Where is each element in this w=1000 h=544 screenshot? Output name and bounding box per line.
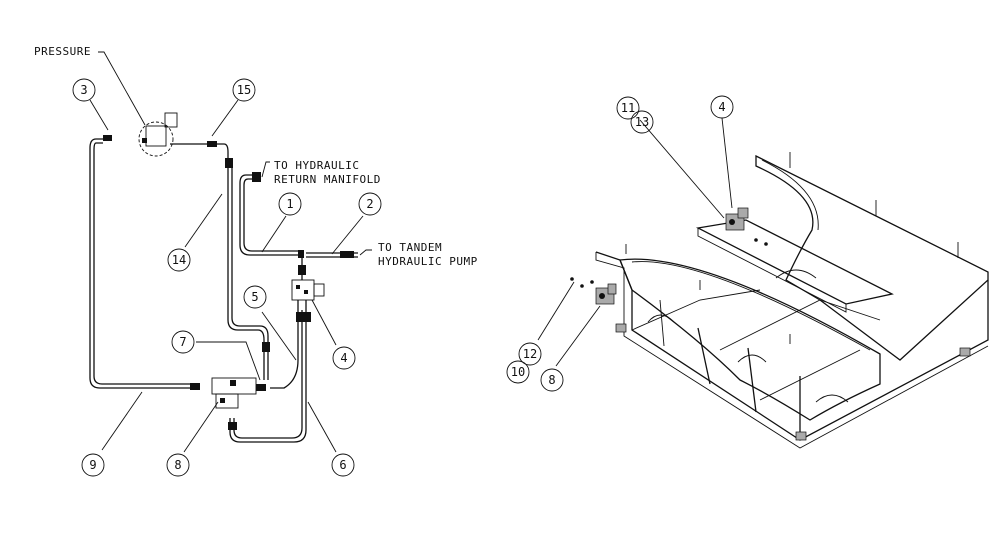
svg-text:2: 2: [366, 197, 373, 211]
hose-9: [89, 138, 190, 389]
base-frame: [595, 251, 989, 441]
svg-text:13: 13: [635, 115, 649, 129]
fitting-15: [207, 141, 217, 147]
callout-7: 7: [171, 330, 195, 354]
valve-8-iso: [595, 283, 617, 305]
callout-9: 9: [81, 453, 105, 477]
callout-3: 3: [72, 78, 96, 102]
callout-14: 14: [167, 248, 191, 272]
hose-1: [239, 174, 300, 256]
pressure-filter-assembly: [138, 112, 178, 157]
return-label-line1: TO HYDRAULIC: [274, 159, 359, 172]
pump-label-line2: HYDRAULIC PUMP: [378, 255, 478, 268]
callout-4-right: 4: [710, 95, 734, 119]
svg-text:3: 3: [80, 83, 87, 97]
svg-text:9: 9: [89, 458, 96, 472]
hose-5: [270, 300, 299, 389]
callout-4: 4: [332, 346, 356, 370]
callout-13: 13: [630, 110, 654, 134]
valve-block-4: [291, 258, 325, 301]
back-curved-panel: [755, 154, 989, 361]
hose-6: [229, 300, 307, 443]
fitting-3: [103, 135, 112, 141]
callout-5: 5: [243, 285, 267, 309]
svg-text:11: 11: [621, 101, 635, 115]
callout-6: 6: [331, 453, 355, 477]
svg-text:4: 4: [718, 100, 725, 114]
svg-text:6: 6: [339, 458, 346, 472]
svg-text:4: 4: [340, 351, 347, 365]
svg-text:1: 1: [286, 197, 293, 211]
callout-2: 2: [358, 192, 382, 216]
svg-text:10: 10: [511, 365, 525, 379]
callout-1: 1: [278, 192, 302, 216]
pump-label-line1: TO TANDEM: [378, 241, 442, 254]
callout-15: 15: [232, 78, 256, 102]
svg-text:5: 5: [251, 290, 258, 304]
pressure-leader: [98, 51, 146, 126]
callout-10: 10: [506, 360, 530, 384]
callout-8-right: 8: [540, 368, 564, 392]
callout-11: 11: [616, 96, 640, 120]
tee-valve-8: [211, 377, 266, 409]
left-diagram: PRESSURE: [34, 45, 478, 477]
svg-text:12: 12: [523, 347, 537, 361]
front-curved-panel: [619, 258, 881, 421]
callout-12: 12: [518, 342, 542, 366]
svg-text:8: 8: [174, 458, 181, 472]
pressure-label: PRESSURE: [34, 45, 91, 58]
svg-text:7: 7: [179, 335, 186, 349]
hose-14: [217, 143, 265, 380]
return-label-line2: RETURN MANIFOLD: [274, 173, 381, 186]
valve-4-iso: [725, 207, 749, 231]
svg-text:14: 14: [172, 253, 186, 267]
svg-text:8: 8: [548, 373, 555, 387]
right-diagram: 11 13 4 12 10 8: [506, 95, 989, 449]
callout-8: 8: [166, 453, 190, 477]
svg-text:15: 15: [237, 83, 251, 97]
